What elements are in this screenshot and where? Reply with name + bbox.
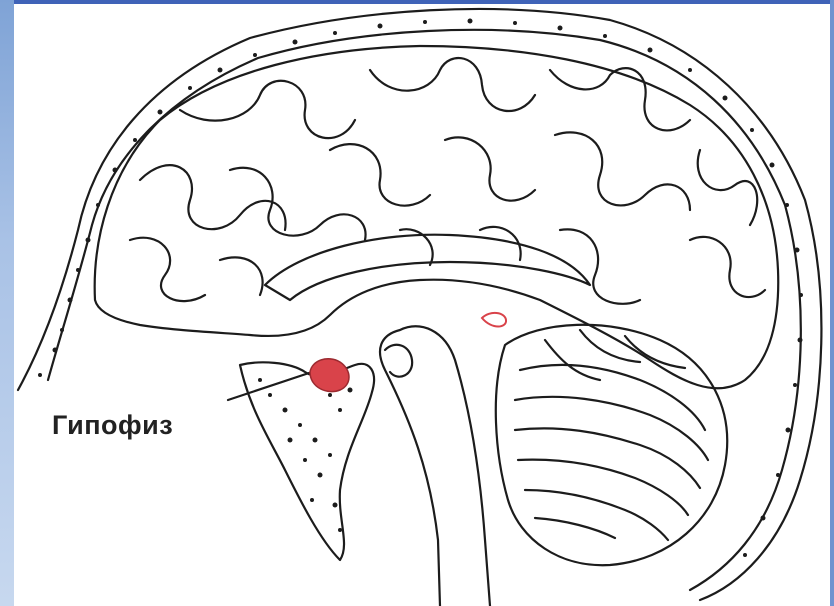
cerebellum-outline	[496, 325, 727, 565]
pineal-gland-outline	[482, 313, 506, 327]
cerebrum-outline	[95, 46, 779, 388]
pituitary-label: Гипофиз	[52, 410, 173, 441]
corpus-callosum	[265, 235, 590, 300]
cerebellum-folia	[515, 330, 708, 540]
sphenoid-bone	[240, 362, 374, 560]
skull-outer-outline	[18, 9, 821, 600]
pituitary-gland	[310, 359, 349, 392]
midbrain-detail	[385, 345, 412, 377]
brainstem	[380, 326, 490, 606]
